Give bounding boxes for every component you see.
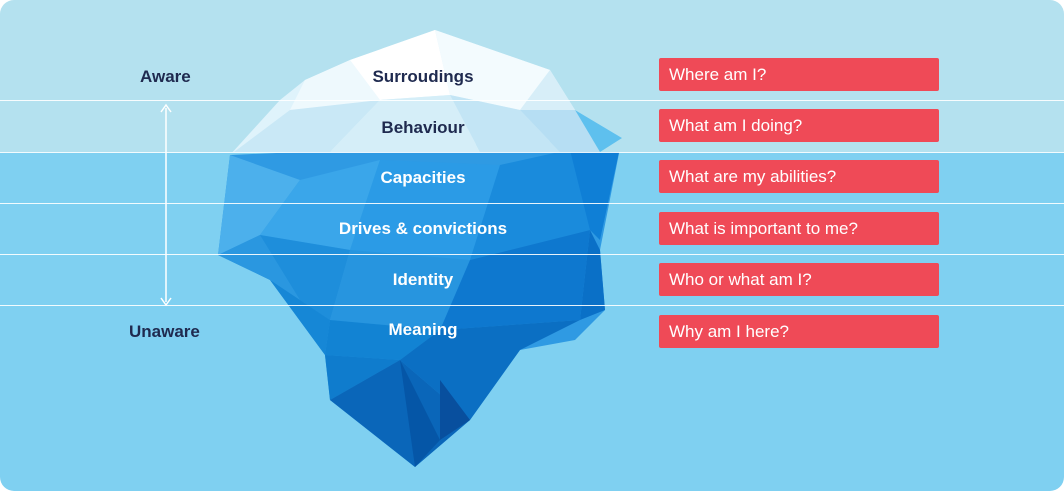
level-divider	[0, 100, 1064, 101]
level-divider	[0, 203, 1064, 204]
question-box-behaviour: What am I doing?	[659, 109, 939, 142]
level-label-capacities: Capacities	[380, 168, 466, 187]
question-box-surroundings: Where am I?	[659, 58, 939, 91]
question-box-identity: Who or what am I?	[659, 263, 939, 296]
level-label-behaviour: Behaviour	[381, 118, 465, 137]
question-box-meaning: Why am I here?	[659, 315, 939, 348]
level-divider	[0, 254, 1064, 255]
level-label-identity: Identity	[392, 270, 454, 289]
level-label-surroundings: Surroudings	[372, 67, 474, 86]
level-label-meaning: Meaning	[388, 320, 458, 339]
iceberg-underwater	[218, 152, 620, 467]
question-box-drives-convictions: What is important to me?	[659, 212, 939, 245]
level-label-drives-convictions: Drives & convictions	[338, 219, 508, 238]
waterline-divider	[0, 152, 1064, 153]
unaware-label: Unaware	[129, 322, 200, 341]
aware-label: Aware	[140, 67, 191, 86]
iceberg-above-water	[232, 30, 622, 152]
level-divider	[0, 305, 1064, 306]
question-box-capacities: What are my abilities?	[659, 160, 939, 193]
awareness-arrow-icon	[160, 103, 172, 307]
